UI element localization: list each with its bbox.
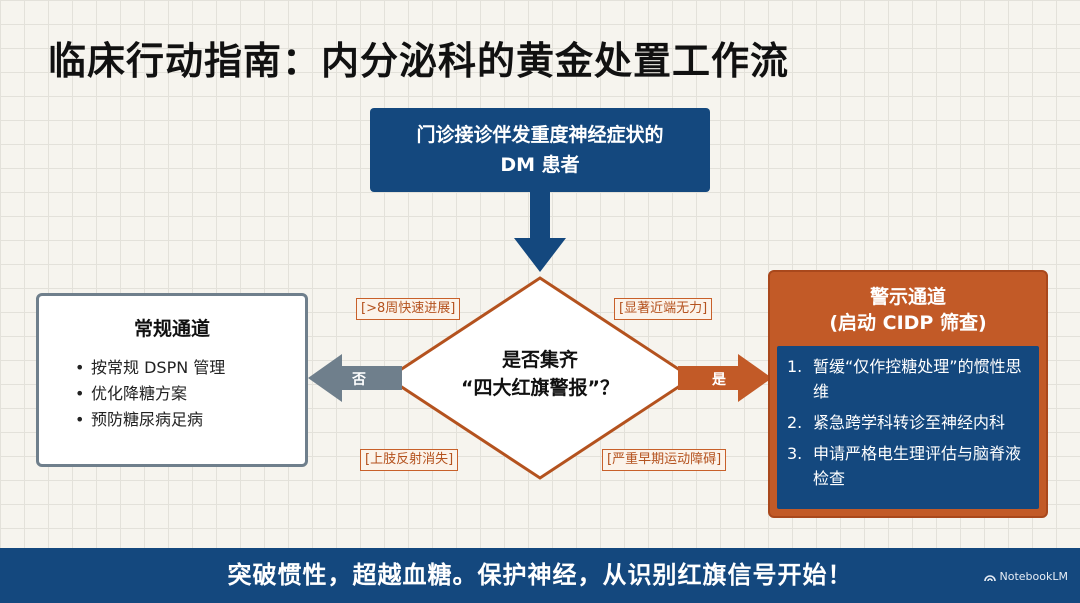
warning-step-text: 申请严格电生理评估与脑脊液检查 xyxy=(813,444,1022,488)
warning-step-number: 1. xyxy=(787,357,803,376)
criterion-areflexia: [上肢反射消失] xyxy=(360,449,459,471)
warning-header: 警示通道 (启动 CIDP 筛查) xyxy=(770,284,1046,336)
warning-steps-panel: 1. 暂缓“仅作控糖处理”的惯性思维 2. 紧急跨学科转诊至神经内科 3. 申请… xyxy=(777,346,1039,509)
yes-arrow xyxy=(678,354,772,402)
decision-question: 是否集齐 “四大红旗警报”？ xyxy=(445,346,635,402)
warning-steps: 1. 暂缓“仅作控糖处理”的惯性思维 2. 紧急跨学科转诊至神经内科 3. 申请… xyxy=(787,354,1029,491)
warning-step: 2. 紧急跨学科转诊至神经内科 xyxy=(787,410,1029,435)
brand-name: NotebookLM xyxy=(999,570,1068,583)
no-arrow xyxy=(308,354,402,402)
brand-mark: NotebookLM xyxy=(983,570,1068,583)
routine-list: 按常规 DSPN 管理 优化降糖方案 预防糖尿病足病 xyxy=(75,355,305,433)
decision-diamond xyxy=(385,276,695,480)
warning-step-text: 紧急跨学科转诊至神经内科 xyxy=(813,413,1006,432)
start-node: 门诊接诊伴发重度神经症状的 DM 患者 xyxy=(370,108,710,192)
start-line-1: 门诊接诊伴发重度神经症状的 xyxy=(416,124,664,146)
routine-title: 常规通道 xyxy=(133,318,210,340)
criterion-proximal-weakness: [显著近端无力] xyxy=(614,298,713,320)
warning-step: 1. 暂缓“仅作控糖处理”的惯性思维 xyxy=(787,354,1029,404)
footer-banner: 突破惯性，超越血糖。保护神经，从识别红旗信号开始！ NotebookLM xyxy=(0,548,1080,603)
warning-step: 3. 申请严格电生理评估与脑脊液检查 xyxy=(787,441,1029,491)
page-title: 临床行动指南：内分泌科的黄金处置工作流 xyxy=(48,39,790,83)
warning-step-number: 2. xyxy=(787,413,803,432)
criterion-motor-impairment: [严重早期运动障碍] xyxy=(602,449,727,471)
banner-text: 突破惯性，超越血糖。保护神经，从识别红旗信号开始！ xyxy=(227,561,853,589)
warning-step-text: 暂缓“仅作控糖处理”的惯性思维 xyxy=(813,357,1022,401)
criterion-rapid-progression: [>8周快速进展] xyxy=(356,298,461,320)
decision-line-2: “四大红旗警报”？ xyxy=(461,377,619,399)
routine-pathway: 常规通道 按常规 DSPN 管理 优化降糖方案 预防糖尿病足病 xyxy=(36,293,308,467)
warning-subtitle: (启动 CIDP 筛查) xyxy=(829,312,987,334)
start-line-2: DM 患者 xyxy=(500,154,580,176)
warning-step-number: 3. xyxy=(787,444,803,463)
down-arrow xyxy=(514,192,566,272)
warning-pathway: 警示通道 (启动 CIDP 筛查) 1. 暂缓“仅作控糖处理”的惯性思维 2. … xyxy=(768,270,1048,518)
decision-line-1: 是否集齐 xyxy=(501,349,578,371)
notebooklm-logo-icon xyxy=(983,574,996,581)
yes-label: 是 xyxy=(712,372,726,388)
warning-title: 警示通道 xyxy=(869,286,946,308)
routine-item: 优化降糖方案 xyxy=(75,381,305,407)
routine-item: 按常规 DSPN 管理 xyxy=(75,355,305,381)
routine-item: 预防糖尿病足病 xyxy=(75,407,305,433)
no-label: 否 xyxy=(352,372,366,388)
